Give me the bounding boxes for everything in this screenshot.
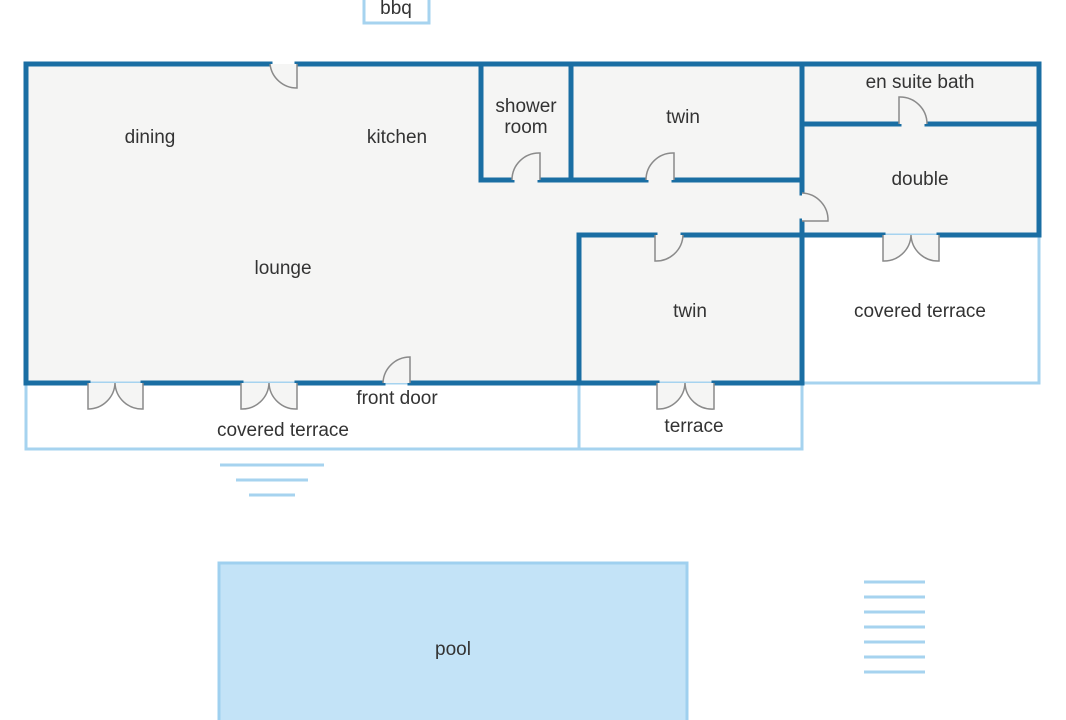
front-door — [382, 356, 411, 384]
label-kitchen: kitchen — [367, 127, 427, 148]
label-double: double — [891, 169, 948, 190]
french-door-dining — [87, 382, 144, 410]
steps-front — [220, 463, 324, 497]
doors — [87, 63, 940, 410]
label-lounge: lounge — [254, 258, 311, 279]
en-suite-door — [898, 96, 928, 125]
bbq-box — [362, 0, 431, 25]
label-en-suite: en suite bath — [866, 72, 975, 93]
label-covered-terrace-front: covered terrace — [217, 420, 349, 441]
label-pool: pool — [435, 639, 471, 660]
floor-fill — [26, 64, 1039, 383]
label-twin-lower: twin — [673, 301, 707, 322]
shower-door — [511, 152, 541, 181]
twin-upper-door — [645, 152, 675, 181]
label-bbq: bbq — [380, 0, 412, 19]
label-terrace: terrace — [664, 416, 723, 437]
steps-pool — [864, 580, 925, 674]
french-door-lounge — [240, 382, 298, 410]
pool — [217, 561, 689, 720]
label-shower-2: room — [504, 117, 547, 138]
label-twin-upper: twin — [666, 107, 700, 128]
twin-lower-door — [654, 234, 684, 262]
label-front-door: front door — [356, 388, 438, 409]
double-door — [801, 192, 829, 222]
walls — [23, 61, 1042, 386]
french-door-twin — [656, 382, 715, 410]
label-covered-terrace-right: covered terrace — [854, 301, 986, 322]
label-dining: dining — [125, 127, 176, 148]
label-shower-1: shower — [495, 96, 557, 117]
kitchen-door — [269, 63, 298, 89]
french-door-double — [882, 234, 940, 262]
